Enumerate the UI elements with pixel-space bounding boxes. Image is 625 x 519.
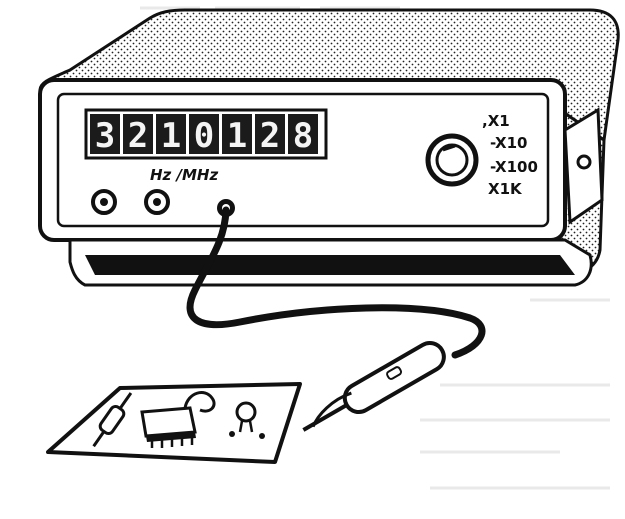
range-option-x1k: X1K: [488, 180, 523, 198]
cabinet-base-shadow: [85, 255, 575, 275]
display-digit: 2: [123, 114, 153, 156]
display-digit-value: 0: [194, 116, 214, 156]
display-digit-value: 2: [128, 116, 148, 156]
control-knob-right[interactable]: [144, 189, 170, 215]
range-option-x1: ,X1: [482, 112, 510, 130]
background-ghost-text: [140, 6, 610, 490]
handle-bracket: [563, 107, 604, 225]
display-digit-value: 1: [161, 116, 181, 156]
display-digit-value: 1: [227, 116, 247, 156]
display-digit: 2: [255, 114, 285, 156]
range-option-x10: -X10: [490, 134, 527, 152]
range-option-x100: -X100: [490, 158, 538, 176]
display-digit-value: 8: [293, 116, 313, 156]
probe-cable: [186, 206, 486, 359]
display-digit: 8: [288, 114, 318, 156]
test-probe: [302, 341, 446, 432]
control-knob-left[interactable]: [91, 189, 117, 215]
display-digit: 0: [189, 114, 219, 156]
unit-label: Hz /MHz: [150, 166, 218, 184]
display-digit: 1: [156, 114, 186, 156]
display-digit: 1: [222, 114, 252, 156]
display-digit: 3: [90, 114, 120, 156]
display-digit-value: 2: [260, 116, 280, 156]
circuit-board: [46, 382, 302, 464]
range-knob[interactable]: [425, 133, 479, 187]
display-digit-value: 3: [95, 116, 115, 156]
range-labels: ,X1 -X10 -X100 X1K: [482, 112, 538, 198]
